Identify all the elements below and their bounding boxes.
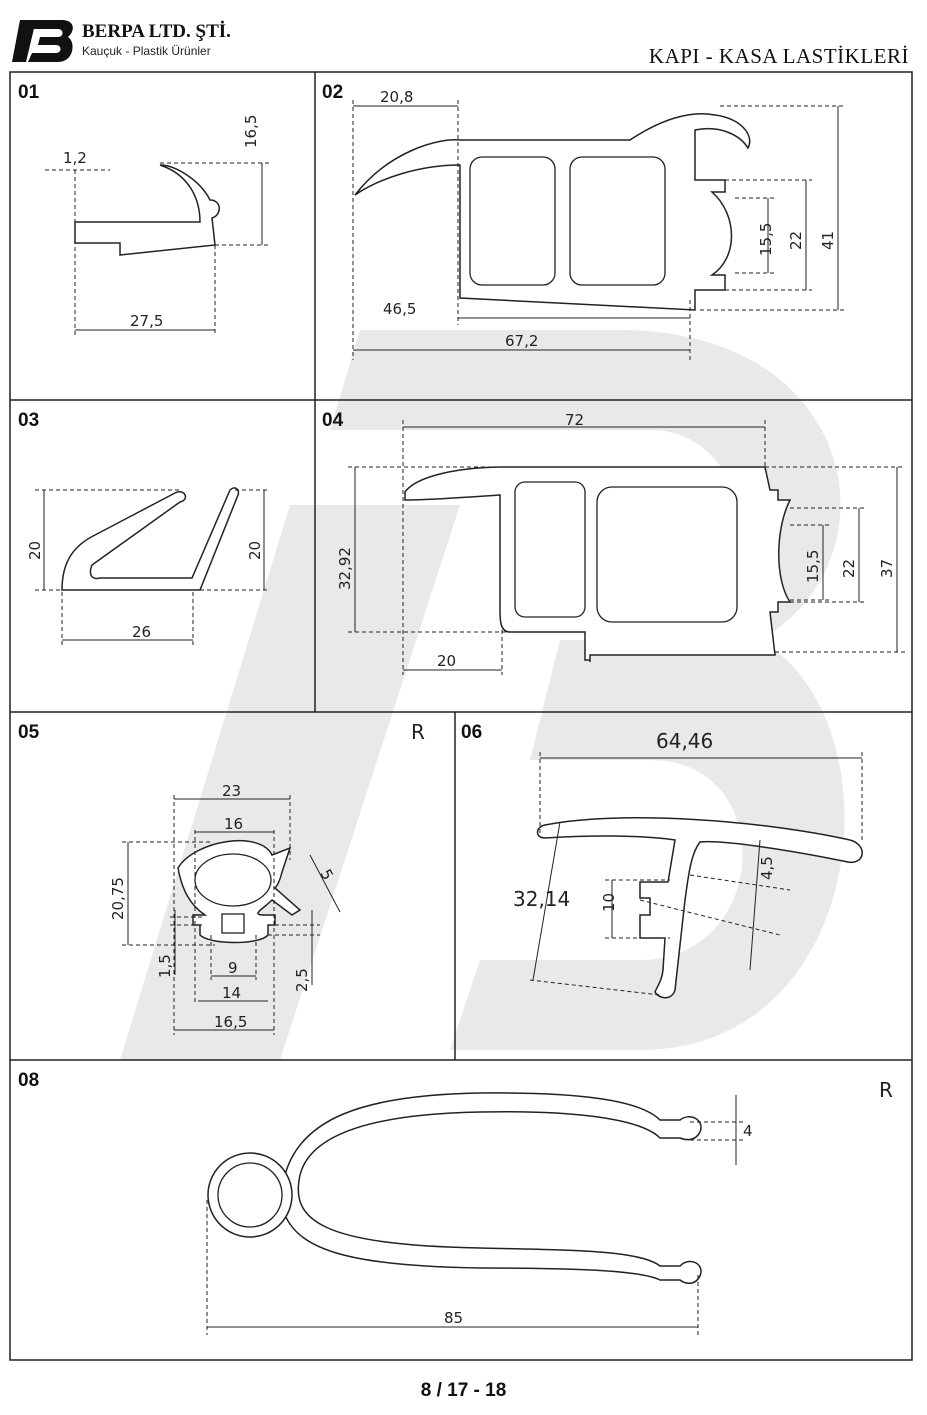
page-number: 8 / 17 - 18 bbox=[420, 1380, 507, 1401]
panel-number: 02 bbox=[322, 82, 343, 103]
dim-label: 20 bbox=[246, 541, 264, 560]
dim-label: 1,5 bbox=[156, 954, 174, 978]
dim-label: 9 bbox=[228, 959, 238, 977]
dim-label: 67,2 bbox=[505, 332, 538, 350]
page-title: KAPI - KASA LASTİKLERİ bbox=[648, 44, 909, 68]
profile-05: 05 R 23 16 20,75 5 1,5 9 14 16,5 2,5 bbox=[18, 720, 425, 1035]
dim-label: 37 bbox=[878, 559, 896, 578]
dim-label: 1,2 bbox=[63, 149, 87, 167]
profile-06: 06 64,46 32,14 10 4,5 bbox=[461, 722, 863, 999]
panel-number: 03 bbox=[18, 410, 39, 431]
profile-01: 01 1,2 16,5 27,5 bbox=[18, 82, 270, 335]
dim-label: 85 bbox=[444, 1309, 463, 1327]
dim-label: 16 bbox=[224, 815, 243, 833]
dim-label: 20 bbox=[26, 541, 44, 560]
panel-number: 04 bbox=[322, 410, 344, 431]
panel-number: 06 bbox=[461, 722, 482, 743]
dim-label: 23 bbox=[222, 782, 241, 800]
dim-label: 46,5 bbox=[383, 300, 416, 318]
dim-label: 15,5 bbox=[757, 223, 775, 256]
dim-label: 20 bbox=[437, 652, 456, 670]
dim-label: 22 bbox=[840, 559, 858, 578]
dim-label: 16,5 bbox=[242, 115, 260, 148]
panel-number: 08 bbox=[18, 1070, 39, 1091]
profile-04: 04 72 32,92 15,5 22 37 20 bbox=[322, 410, 905, 675]
dim-label: 4,5 bbox=[758, 856, 776, 880]
panel-grid bbox=[9, 71, 913, 1361]
dim-label: 20,75 bbox=[109, 877, 127, 920]
dim-label: 2,5 bbox=[293, 968, 311, 992]
profile-08: 08 R 4 85 bbox=[18, 1070, 893, 1335]
berpa-logo bbox=[12, 20, 73, 62]
dim-label: 64,46 bbox=[656, 729, 713, 753]
material-mark: R bbox=[411, 720, 425, 744]
dim-label: 15,5 bbox=[804, 550, 822, 583]
watermark-logo bbox=[120, 330, 845, 1060]
dim-label: 72 bbox=[565, 411, 584, 429]
dim-label: 22 bbox=[787, 231, 805, 250]
dim-label: 4 bbox=[743, 1122, 753, 1140]
profile-02: 02 20,8 15,5 22 41 46,5 67,2 bbox=[322, 82, 845, 360]
material-mark: R bbox=[879, 1078, 893, 1102]
dim-label: 32,14 bbox=[513, 887, 570, 911]
company-subtitle: Kauçuk - Plastik Ürünler bbox=[82, 44, 211, 58]
dim-label: 41 bbox=[819, 231, 837, 250]
dim-label: 10 bbox=[600, 893, 618, 912]
panel-number: 05 bbox=[18, 722, 40, 743]
dim-label: 27,5 bbox=[130, 312, 163, 330]
company-name: BERPA LTD. ŞTİ. bbox=[82, 21, 231, 42]
dim-label: 14 bbox=[222, 984, 241, 1002]
dim-label: 26 bbox=[132, 623, 151, 641]
panel-number: 01 bbox=[18, 82, 40, 103]
profile-03: 03 20 20 26 bbox=[18, 410, 270, 645]
dim-label: 20,8 bbox=[380, 88, 413, 106]
dim-label: 16,5 bbox=[214, 1013, 247, 1031]
dim-label: 32,92 bbox=[336, 547, 354, 590]
